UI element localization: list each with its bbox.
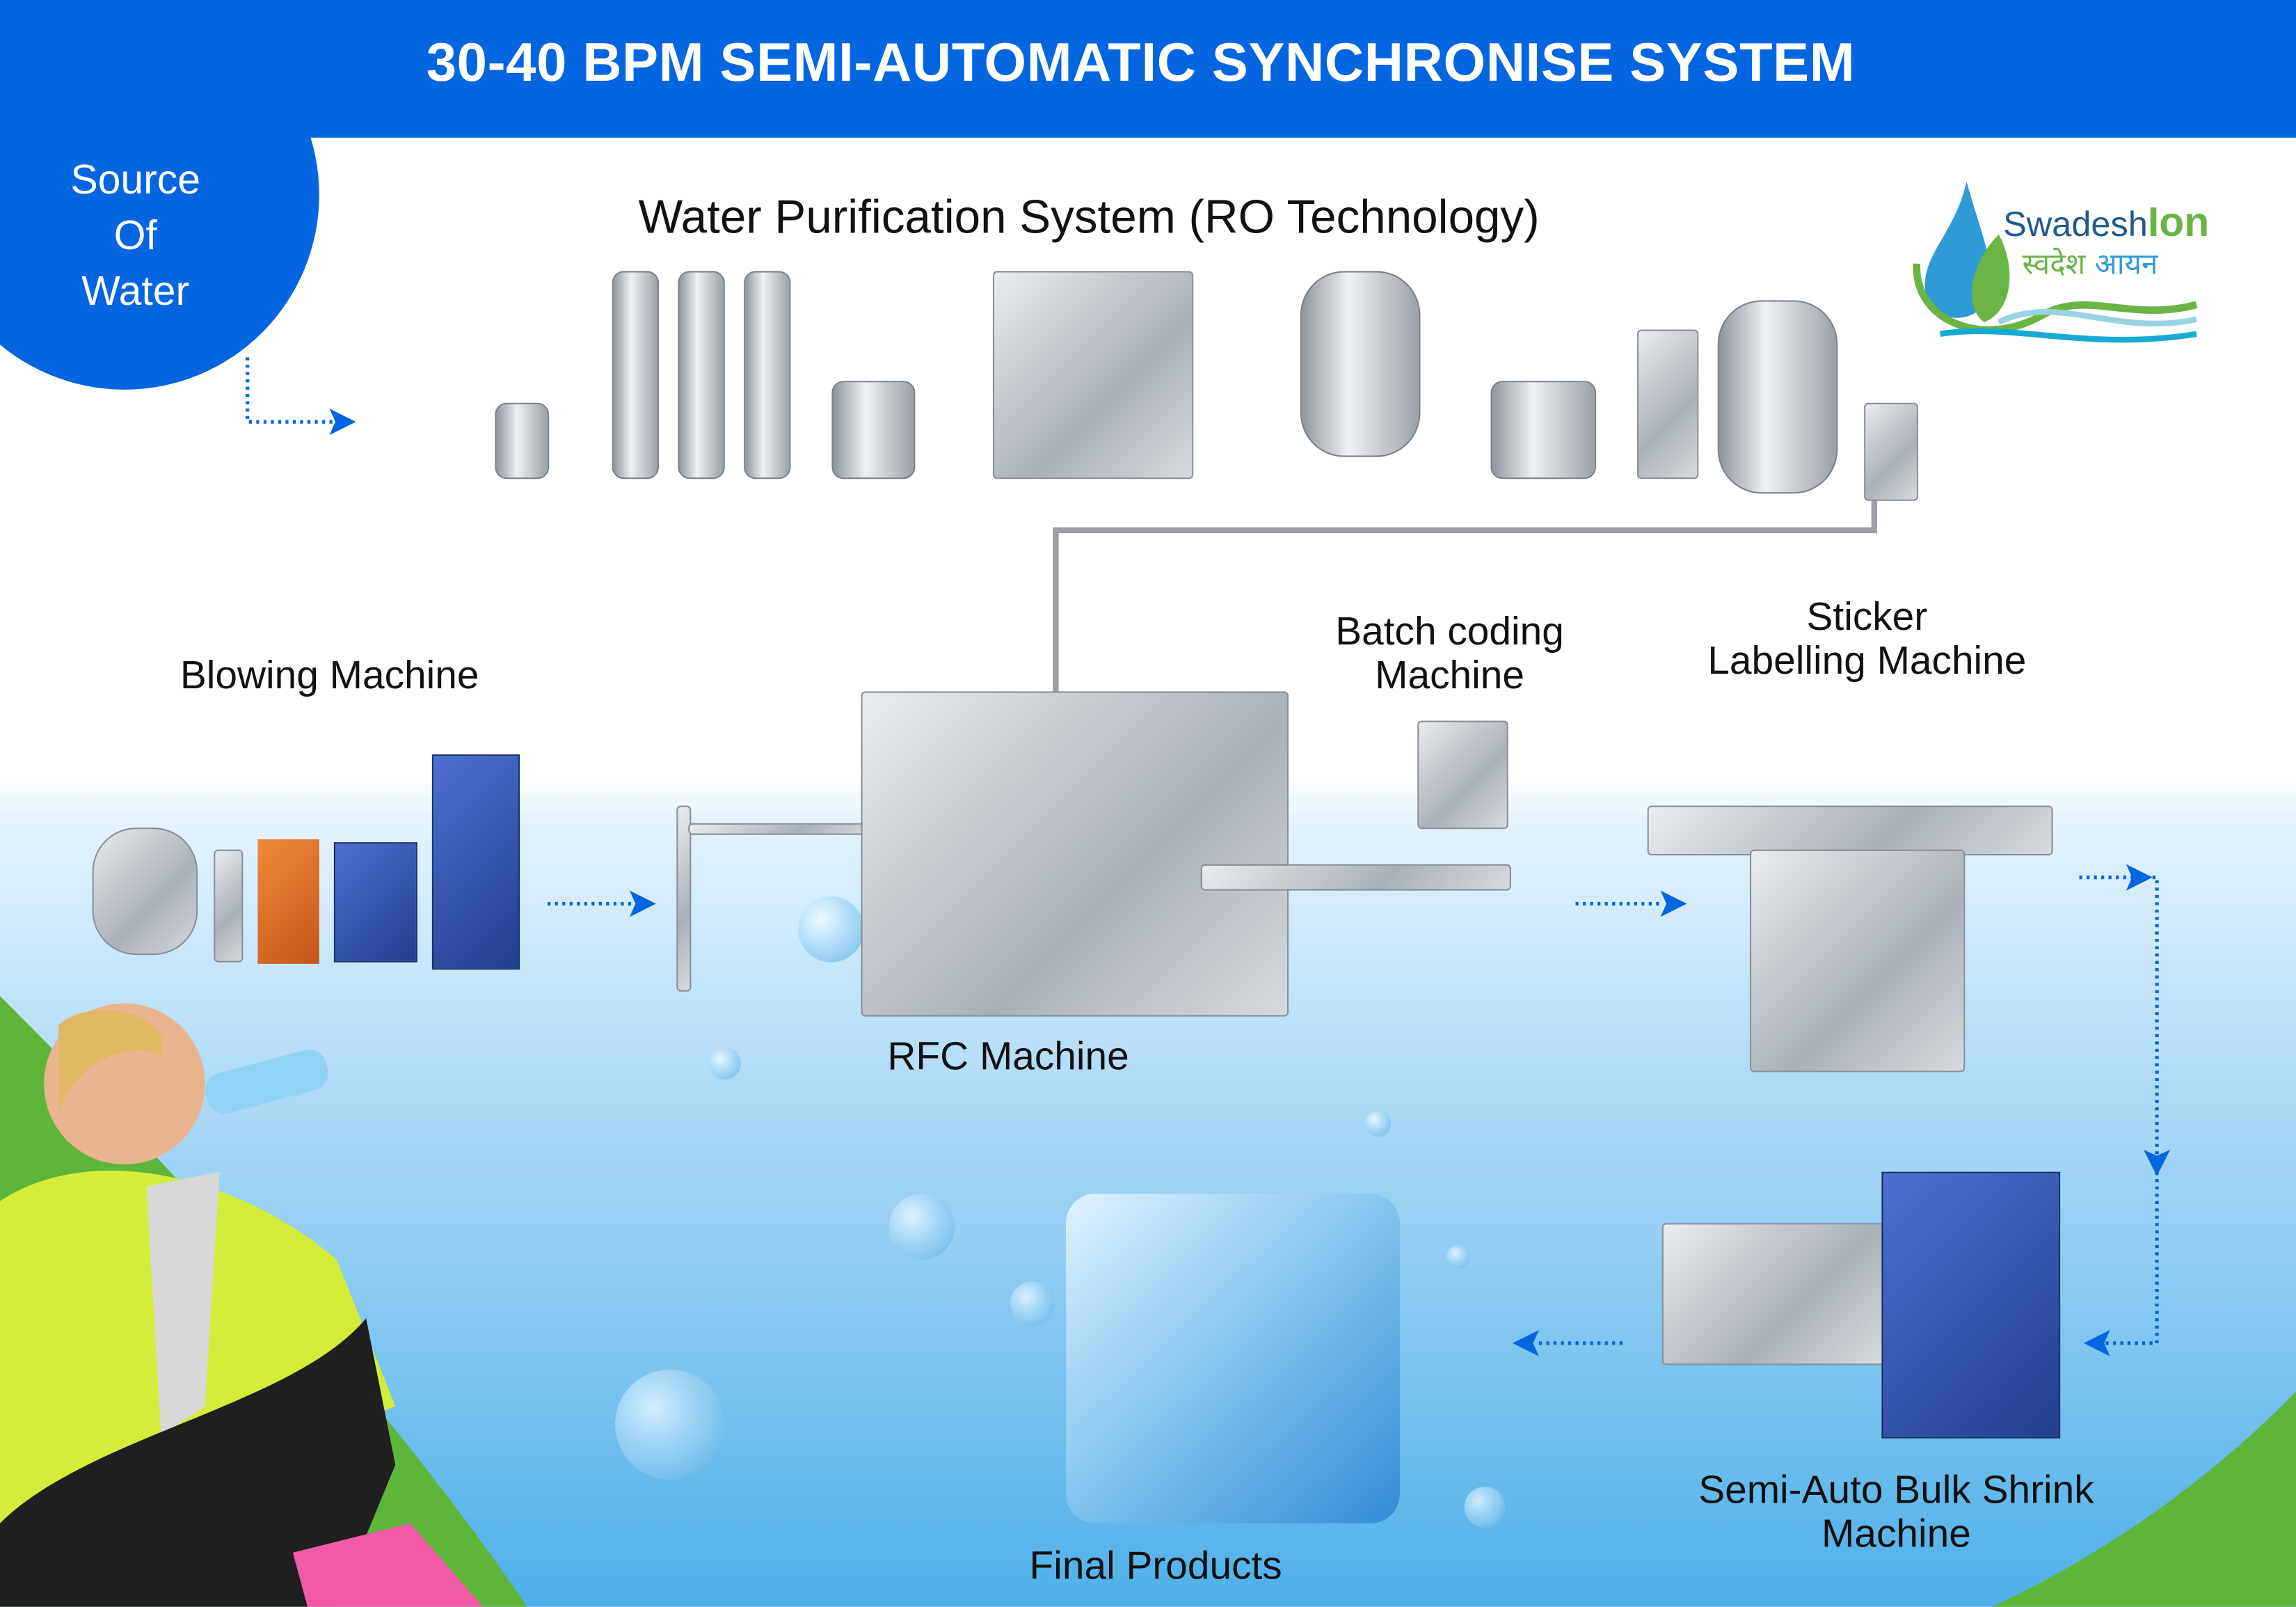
bubble: [1464, 1487, 1506, 1528]
label-line: Semi-Auto Bulk Shrink: [1698, 1467, 2094, 1512]
source-of-water-label: Source Of Water: [29, 152, 241, 319]
arrowhead-icon: [329, 409, 356, 436]
rfc-machine-label: RFC Machine: [887, 1034, 1129, 1078]
source-line: Of: [113, 212, 157, 258]
source-line: Source: [70, 157, 201, 203]
ro-plant-image: [436, 264, 1922, 513]
batch-coding-label: Batch coding Machine: [1318, 610, 1581, 697]
bubble: [1446, 1244, 1471, 1269]
bubble: [614, 1369, 725, 1480]
bubble: [1364, 1110, 1392, 1137]
bubble: [888, 1194, 955, 1260]
batch-coding-machine-image: [1417, 720, 1508, 830]
header-banner: [0, 0, 2296, 138]
final-products-label: Final Products: [1029, 1544, 1282, 1588]
arrowhead-icon: [1660, 890, 1687, 917]
green-hill-right: [1991, 1391, 2296, 1607]
conveyor-to-labelling: [1200, 864, 1511, 891]
label-line: Labelling Machine: [1707, 638, 2027, 683]
logo-brand-accent: Ion: [2147, 199, 2210, 245]
bubble: [798, 896, 864, 963]
page-title: 30-40 BPM SEMI-AUTOMATIC SYNCHRONISE SYS…: [426, 32, 1856, 93]
logo-hindi-2: आयन: [2094, 246, 2158, 282]
labelling-machine-label: Sticker Labelling Machine: [1669, 594, 2064, 682]
arrowhead-icon: [2083, 1329, 2110, 1356]
arrowhead-icon: [629, 890, 656, 917]
bubble: [1010, 1281, 1055, 1326]
label-line: Machine: [1375, 653, 1524, 697]
shrink-machine-label: Semi-Auto Bulk Shrink Machine: [1662, 1468, 2130, 1555]
arrowhead-icon: [1513, 1329, 1539, 1356]
source-of-water-circle: [0, 0, 319, 390]
blowing-machine-label: Blowing Machine: [180, 653, 479, 697]
label-line: Sticker: [1806, 594, 1928, 639]
blowing-machine-image: [85, 754, 524, 970]
source-line: Water: [81, 268, 190, 314]
logo-mark: [1913, 181, 2198, 343]
bubble: [708, 1047, 741, 1080]
pipe-connector: [1053, 498, 1878, 700]
shrink-machine-image: [1881, 1171, 2061, 1439]
conveyor-stand: [676, 805, 692, 992]
shrink-tunnel: [1661, 1223, 1885, 1365]
arrowhead-icon: [2144, 1150, 2171, 1176]
purification-label: Water Purification System (RO Technology…: [638, 190, 1540, 244]
labelling-machine-image: [1749, 849, 1966, 1072]
logo-hindi-1: स्वदेश: [2022, 246, 2086, 282]
final-products-image: [1066, 1194, 1400, 1523]
label-line: Batch coding: [1335, 609, 1564, 654]
arrow-labelling-to-shrink: [2079, 876, 2159, 1157]
rfc-machine-image: [861, 691, 1289, 1017]
arrow-shrink-return: [2105, 1171, 2159, 1345]
arrowhead-icon: [2126, 864, 2153, 891]
label-line: Machine: [1821, 1511, 1971, 1556]
logo: SwadeshIon स्वदेश आयन: [1911, 176, 2218, 352]
logo-brand-main: Swadesh: [2003, 205, 2148, 245]
